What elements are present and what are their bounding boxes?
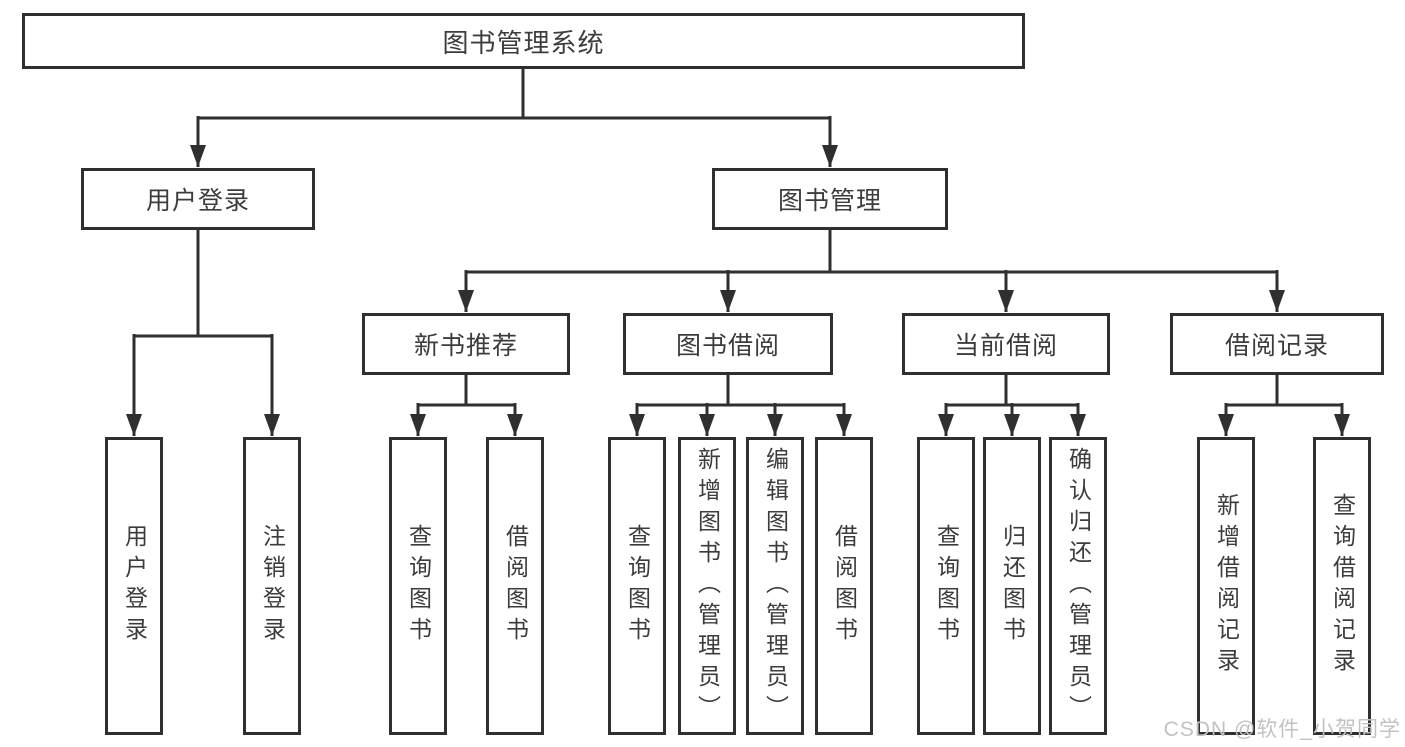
leaf-logout: 注销登录 xyxy=(243,437,301,735)
leaf-query-books-recommend: 查询图书 xyxy=(389,437,447,735)
label: 借阅图书 xyxy=(831,524,858,648)
label: 查询图书 xyxy=(405,524,432,648)
label: 新增借阅记录 xyxy=(1213,493,1240,679)
node-new-book-recommend: 新书推荐 xyxy=(362,313,570,375)
leaf-query-books-current: 查询图书 xyxy=(917,437,975,735)
node-book-borrow: 图书借阅 xyxy=(623,313,833,375)
label: 查询图书 xyxy=(624,524,651,648)
leaf-edit-books-admin: 编辑图书（管理员） xyxy=(746,437,804,735)
node-library-system: 图书管理系统 xyxy=(22,13,1025,69)
node-user-login: 用户登录 xyxy=(81,168,315,230)
node-book-management: 图书管理 xyxy=(712,168,948,230)
watermark: CSDN @软件_小贺同学 xyxy=(1163,718,1401,741)
label: 新增图书（管理员） xyxy=(694,446,721,726)
label: 编辑图书（管理员） xyxy=(762,446,789,726)
node-current-borrow: 当前借阅 xyxy=(902,313,1110,375)
label: 图书借阅 xyxy=(675,332,780,360)
label: 归还图书 xyxy=(999,524,1026,648)
label: 用户登录 xyxy=(121,524,148,648)
label: 新书推荐 xyxy=(413,332,518,360)
label: 查询借阅记录 xyxy=(1329,493,1356,679)
leaf-borrow-books-recommend: 借阅图书 xyxy=(486,437,544,735)
label: 查询图书 xyxy=(933,524,960,648)
label: 借阅记录 xyxy=(1224,332,1329,360)
leaf-query-borrow-record: 查询借阅记录 xyxy=(1313,437,1371,735)
leaf-borrow-books: 借阅图书 xyxy=(815,437,873,735)
label: 确认归还（管理员） xyxy=(1065,446,1092,726)
label: 注销登录 xyxy=(259,524,286,648)
leaf-return-books: 归还图书 xyxy=(983,437,1041,735)
node-borrow-records: 借阅记录 xyxy=(1170,313,1384,375)
leaf-add-borrow-record: 新增借阅记录 xyxy=(1197,437,1255,735)
leaf-query-books-borrow: 查询图书 xyxy=(608,437,666,735)
leaf-add-books-admin: 新增图书（管理员） xyxy=(678,437,736,735)
label: 用户登录 xyxy=(145,187,250,215)
label: 当前借阅 xyxy=(953,332,1058,360)
leaf-user-login: 用户登录 xyxy=(105,437,163,735)
leaf-confirm-return-admin: 确认归还（管理员） xyxy=(1049,437,1107,735)
label: 图书管理系统 xyxy=(442,27,605,58)
label: 图书管理 xyxy=(777,187,882,215)
label: 借阅图书 xyxy=(502,524,529,648)
